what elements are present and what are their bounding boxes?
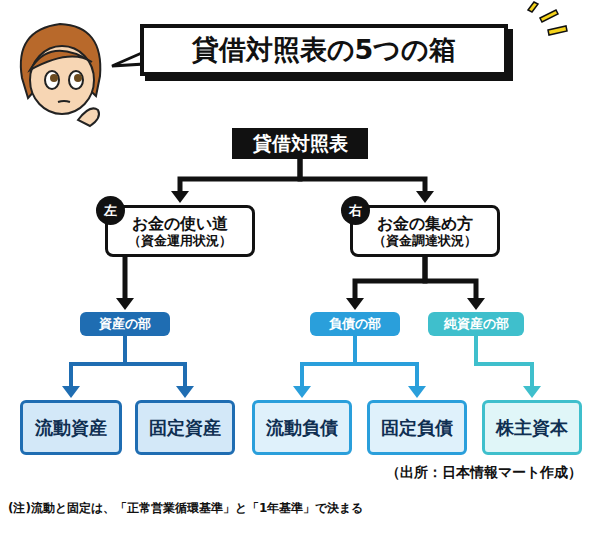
node-subtext: （資金運用状況）	[128, 233, 232, 249]
tree-arrow	[125, 336, 194, 398]
spark-marks	[528, 2, 567, 35]
tree-arrow	[62, 336, 125, 398]
node-text: 固定負債	[381, 417, 453, 439]
node-text: 右	[349, 203, 362, 219]
node-text: 流動負債	[266, 417, 338, 439]
root-box: 貸借対照表	[232, 128, 368, 159]
node-text: 貸借対照表	[253, 132, 348, 155]
tree-arrow	[300, 159, 434, 203]
tree-arrow	[346, 257, 425, 310]
section-tag: 純資産の部	[428, 312, 524, 336]
group-box: お金の使い道（資金運用状況） 左	[105, 205, 255, 257]
title-box: 貸借対照表の5つの箱	[140, 24, 508, 76]
tree-arrow	[355, 336, 426, 398]
tree-arrow	[116, 257, 134, 310]
item-box: 流動負債	[252, 400, 352, 455]
item-box: 流動資産	[20, 400, 122, 455]
tree-arrow	[425, 257, 485, 310]
node-text: 流動資産	[35, 417, 107, 439]
node-text: 資産の部	[99, 316, 151, 332]
section-tag: 負債の部	[310, 312, 400, 336]
node-text: 純資産の部	[444, 316, 509, 332]
node-text: 株主資本	[496, 417, 568, 439]
node-subtext: （資金調達状況）	[373, 233, 477, 249]
tree-arrow	[171, 159, 300, 203]
item-box: 固定負債	[367, 400, 467, 455]
side-badge: 左	[96, 196, 125, 225]
node-text: 固定資産	[149, 417, 221, 439]
section-tag: 資産の部	[80, 312, 170, 336]
item-box: 株主資本	[482, 400, 582, 455]
side-badge: 右	[341, 196, 370, 225]
node-text: お金の集め方	[377, 214, 473, 233]
source-note: （出所：日本情報マート作成）	[386, 464, 582, 482]
node-text: 左	[104, 203, 117, 219]
item-box: 固定資産	[135, 400, 235, 455]
tree-arrow	[293, 336, 355, 398]
tree-arrow	[476, 336, 541, 398]
node-text: 負債の部	[329, 316, 381, 332]
girl-figure	[21, 24, 101, 126]
group-box: お金の集め方（資金調達状況） 右	[350, 205, 500, 257]
node-text: お金の使い道	[132, 214, 228, 233]
footnote: (注)流動と固定は、「正常営業循環基準」と「1年基準」で決まる	[8, 500, 363, 517]
